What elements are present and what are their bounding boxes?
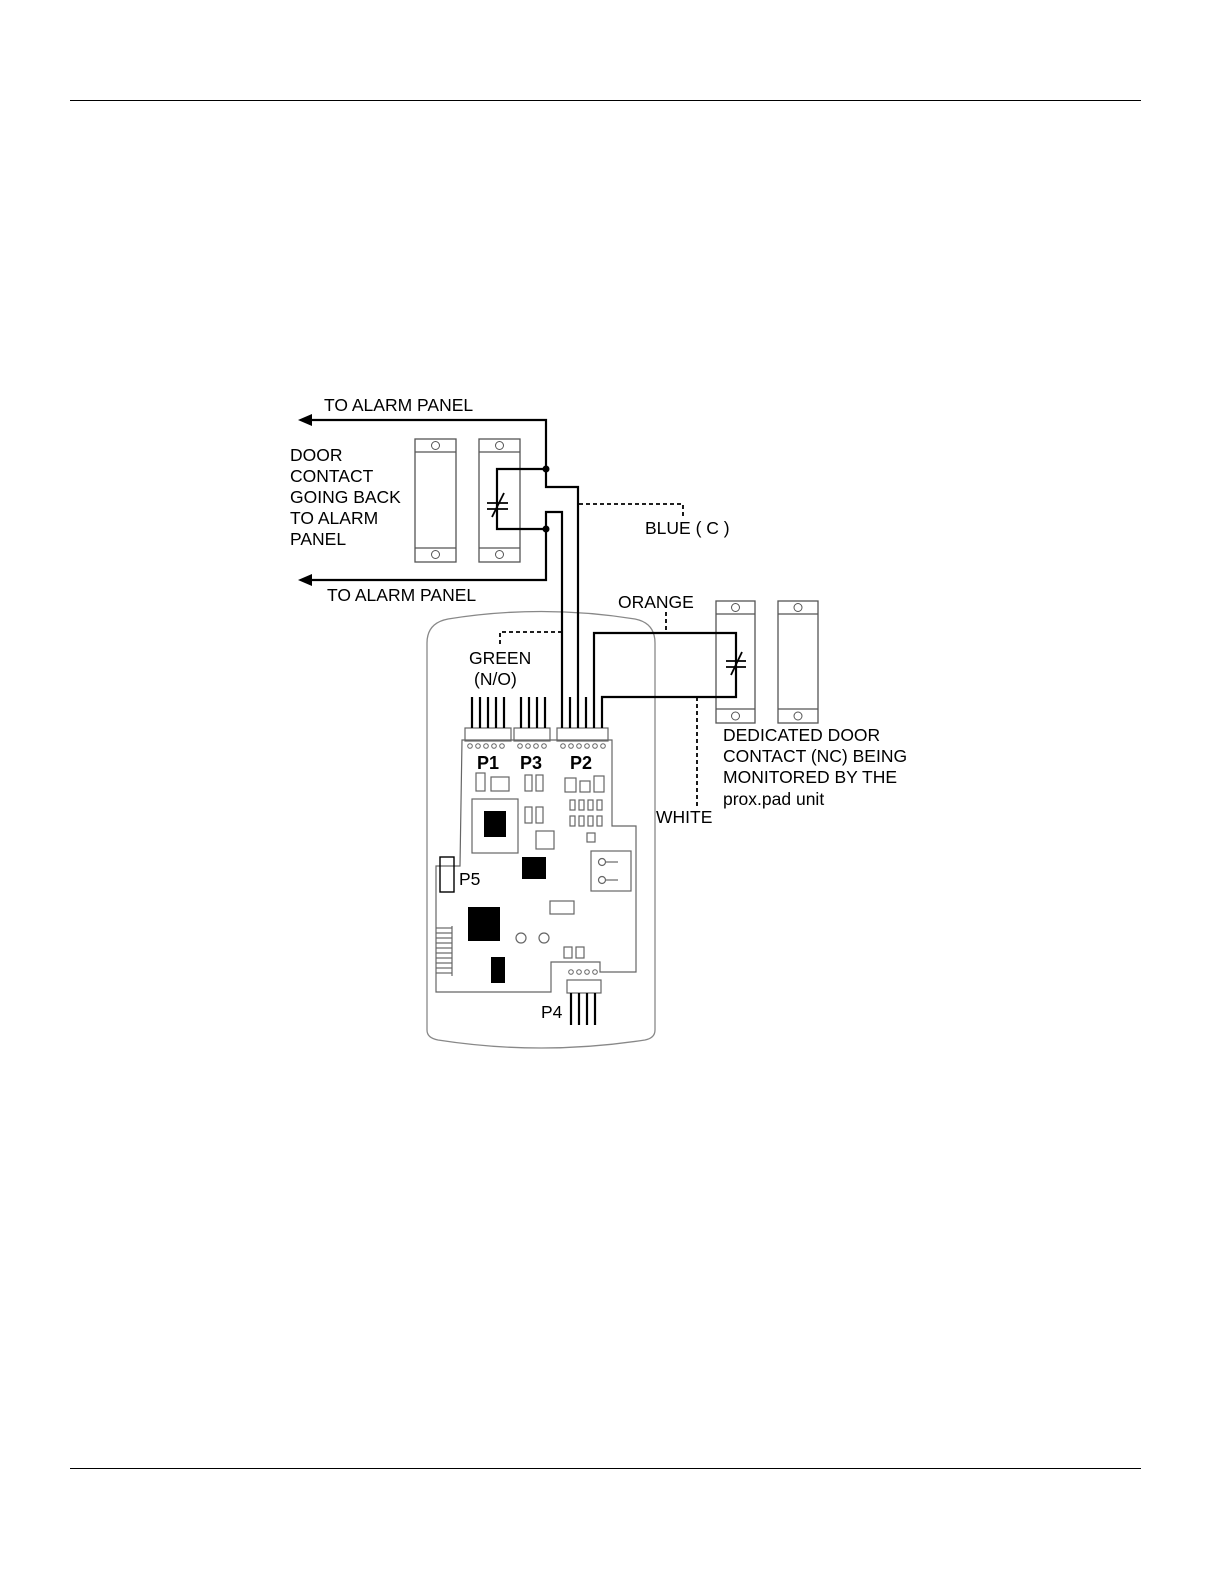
dedicated-door-contact — [716, 601, 818, 723]
connector-label-p4: P4 — [541, 1002, 563, 1022]
label-blue-wire: BLUE ( C ) — [645, 518, 730, 538]
proxpad-housing — [427, 612, 655, 1049]
connector-label-p1: P1 — [477, 753, 499, 773]
connector-label-p2: P2 — [570, 753, 592, 773]
connector-label-p5: P5 — [459, 869, 480, 889]
junction-dot — [543, 526, 550, 533]
magnet-block — [778, 601, 818, 723]
connector-label-p3: P3 — [520, 753, 542, 773]
magnet-block — [415, 439, 456, 562]
label-dedicated-contact: DEDICATED DOOR CONTACT (NC) BEING MONITO… — [723, 725, 912, 809]
junction-dot — [543, 466, 550, 473]
arrow-to-alarm-bottom — [298, 574, 312, 586]
label-to-alarm-panel-bottom: TO ALARM PANEL — [327, 585, 476, 605]
label-green-wire: GREEN (N/O) — [469, 648, 536, 689]
arrow-to-alarm-top — [298, 414, 312, 426]
label-door-contact: DOOR CONTACT GOING BACK TO ALARM PANEL — [290, 445, 406, 549]
label-white-wire: WHITE — [656, 807, 712, 827]
label-orange-wire: ORANGE — [618, 592, 694, 612]
label-to-alarm-panel-top: TO ALARM PANEL — [324, 395, 473, 415]
ic-chips — [468, 811, 546, 983]
alarm-door-contact — [415, 439, 520, 562]
